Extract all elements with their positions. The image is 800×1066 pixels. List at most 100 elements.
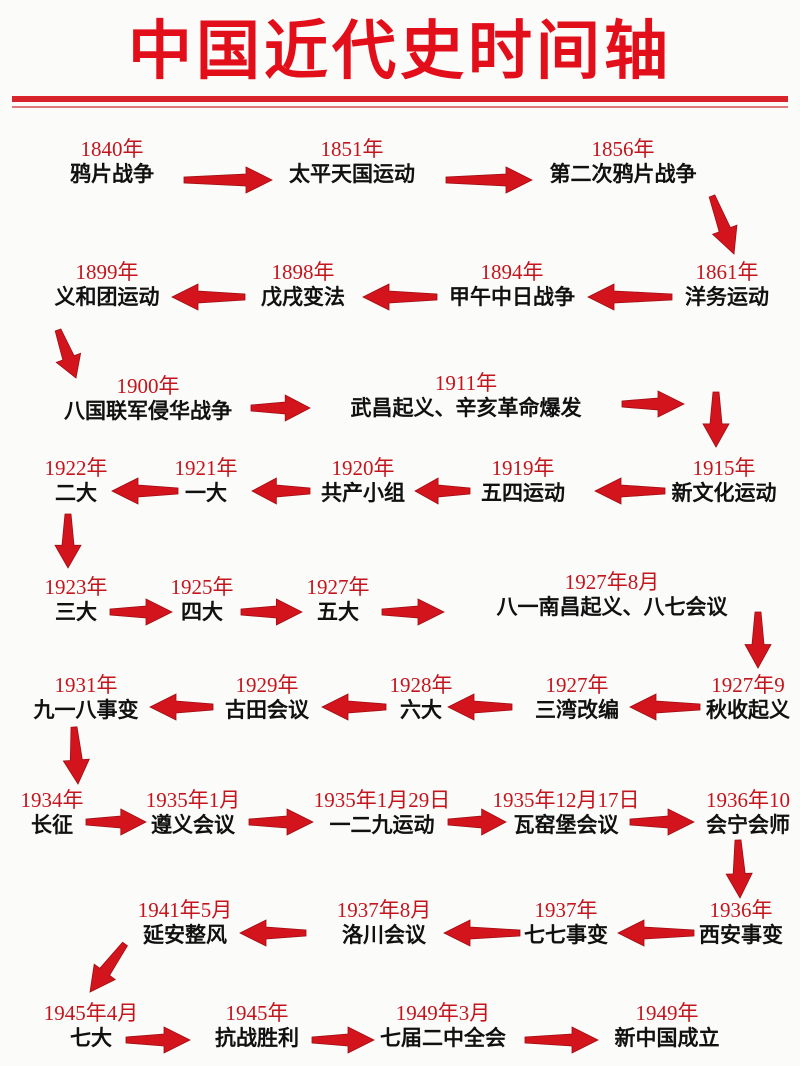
event-date: 1861年: [695, 260, 759, 284]
event-1923: 1923年 三大: [45, 575, 108, 625]
event-date: 1927年: [545, 673, 609, 697]
timeline-arrow: [321, 693, 387, 721]
event-name: 会宁会师: [706, 813, 790, 837]
timeline-arrow: [248, 808, 314, 836]
timeline-arrow: [381, 598, 445, 626]
event-1931: 1931年 九一八事变: [34, 673, 139, 723]
event-name: 五四运动: [481, 481, 565, 505]
event-1927-5th: 1927年 五大: [307, 575, 370, 625]
event-1919: 1919年 五四运动: [481, 456, 565, 506]
event-1949: 1949年 新中国成立: [615, 1001, 720, 1051]
event-date: 1937年: [534, 898, 598, 922]
timeline-arrow: [629, 808, 695, 836]
event-name: 一二九运动: [329, 813, 435, 837]
event-1925: 1925年 四大: [171, 575, 234, 625]
timeline-arrow: [89, 941, 128, 993]
event-1949-mar: 1949年3月 七届二中全会: [380, 1001, 506, 1051]
event-1936-oct: 1936年10 会宁会师: [706, 788, 790, 838]
event-name: 洛川会议: [342, 923, 426, 947]
timeline-arrow: [251, 477, 311, 505]
event-1898: 1898年 戊戌变法: [261, 260, 345, 310]
event-name: 新文化运动: [671, 481, 777, 505]
event-name: 西安事变: [699, 923, 783, 947]
event-name: 武昌起义、辛亥革命爆发: [350, 396, 582, 420]
event-1928: 1928年 六大: [390, 673, 453, 723]
event-1851: 1851年 太平天国运动: [289, 137, 415, 187]
timeline-arrow: [708, 194, 738, 255]
event-date: 1923年: [44, 575, 108, 599]
timeline-arrow: [621, 390, 685, 418]
timeline-arrow: [524, 1026, 599, 1054]
event-date: 1935年1月29日: [313, 788, 451, 812]
timeline-arrow: [250, 394, 311, 422]
event-date: 1900年: [116, 374, 180, 398]
event-name: 新中国成立: [614, 1026, 720, 1050]
event-date: 1936年10: [706, 788, 790, 812]
event-date: 1929年: [235, 673, 299, 697]
event-name: 八一南昌起义、八七会议: [496, 595, 728, 619]
event-name: 秋收起义: [706, 698, 790, 722]
page-title: 中国近代史时间轴: [128, 15, 672, 89]
event-name: 共产小组: [321, 481, 405, 505]
timeline-arrow: [54, 513, 82, 569]
event-date: 1840年: [80, 137, 144, 161]
timeline-arrow: [311, 1026, 375, 1054]
event-name: 七大: [70, 1026, 112, 1050]
event-1935-129: 1935年1月29日 一二九运动: [314, 788, 451, 838]
event-1937: 1937年 七七事变: [524, 898, 608, 948]
event-name: 六大: [400, 698, 442, 722]
event-date: 1931年: [54, 673, 118, 697]
event-name: 义和团运动: [54, 285, 160, 309]
event-date: 1935年1月: [145, 788, 241, 812]
event-1921: 1921年 一大: [175, 456, 238, 506]
event-name: 太平天国运动: [289, 162, 415, 186]
event-1935-jan: 1935年1月 遵义会议: [146, 788, 241, 838]
timeline-arrow: [617, 919, 695, 947]
event-date: 1937年8月: [336, 898, 432, 922]
timeline-arrow: [447, 808, 507, 836]
event-date: 1920年: [331, 456, 395, 480]
event-1856: 1856年 第二次鸦片战争: [550, 137, 697, 187]
event-date: 1919年: [491, 456, 555, 480]
event-date: 1925年: [170, 575, 234, 599]
event-name: 洋务运动: [685, 285, 769, 309]
event-1915: 1915年 新文化运动: [672, 456, 777, 506]
timeline-arrow: [587, 283, 673, 311]
event-1927-sanwan: 1927年 三湾改编: [535, 673, 619, 723]
event-date: 1945年4月: [43, 1001, 139, 1025]
event-name: 九一八事变: [33, 698, 139, 722]
event-date: 1927年: [306, 575, 370, 599]
timeline-arrow: [744, 611, 772, 669]
event-1927-sep: 1927年9 秋收起义: [706, 673, 790, 723]
event-date: 1934年: [20, 788, 84, 812]
title-divider: [12, 96, 788, 102]
event-date: 1921年: [174, 456, 238, 480]
event-date: 1936年: [709, 898, 773, 922]
event-date: 1911年: [434, 371, 498, 395]
event-name: 七七事变: [524, 923, 608, 947]
event-date: 1922年: [44, 456, 108, 480]
event-1937-aug: 1937年8月 洛川会议: [337, 898, 432, 948]
event-1934: 1934年 长征: [21, 788, 84, 838]
event-name: 五大: [317, 600, 359, 624]
timeline-arrow: [62, 726, 90, 785]
event-name: 三湾改编: [535, 698, 619, 722]
event-date: 1949年3月: [395, 1001, 491, 1025]
timeline-arrow: [443, 919, 521, 947]
event-1900: 1900年 八国联军侵华战争: [64, 374, 232, 424]
event-1920: 1920年 共产小组: [321, 456, 405, 506]
event-name: 第二次鸦片战争: [549, 162, 697, 186]
timeline-arrow: [240, 598, 303, 626]
event-date: 1915年: [692, 456, 756, 480]
event-name: 八国联军侵华战争: [64, 399, 232, 423]
event-date: 1928年: [389, 673, 453, 697]
event-1899: 1899年 义和团运动: [55, 260, 160, 310]
event-1922: 1922年 二大: [45, 456, 108, 506]
event-date: 1856年: [591, 137, 655, 161]
event-date: 1898年: [271, 260, 335, 284]
event-date: 1894年: [480, 260, 544, 284]
timeline-arrow: [594, 477, 666, 505]
event-date: 1935年12月17日: [492, 788, 640, 812]
event-1935-dec: 1935年12月17日 瓦窑堡会议: [493, 788, 640, 838]
